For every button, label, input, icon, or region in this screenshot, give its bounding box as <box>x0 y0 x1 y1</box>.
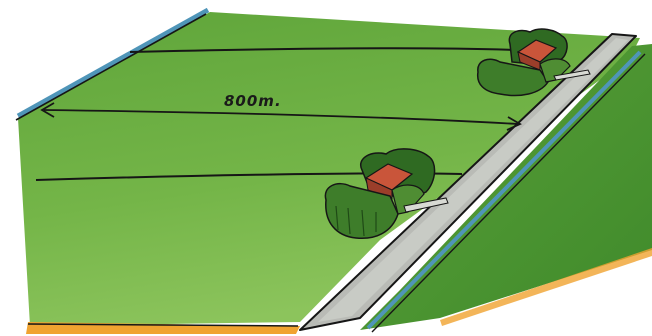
distance-label: 800m. <box>224 92 282 110</box>
